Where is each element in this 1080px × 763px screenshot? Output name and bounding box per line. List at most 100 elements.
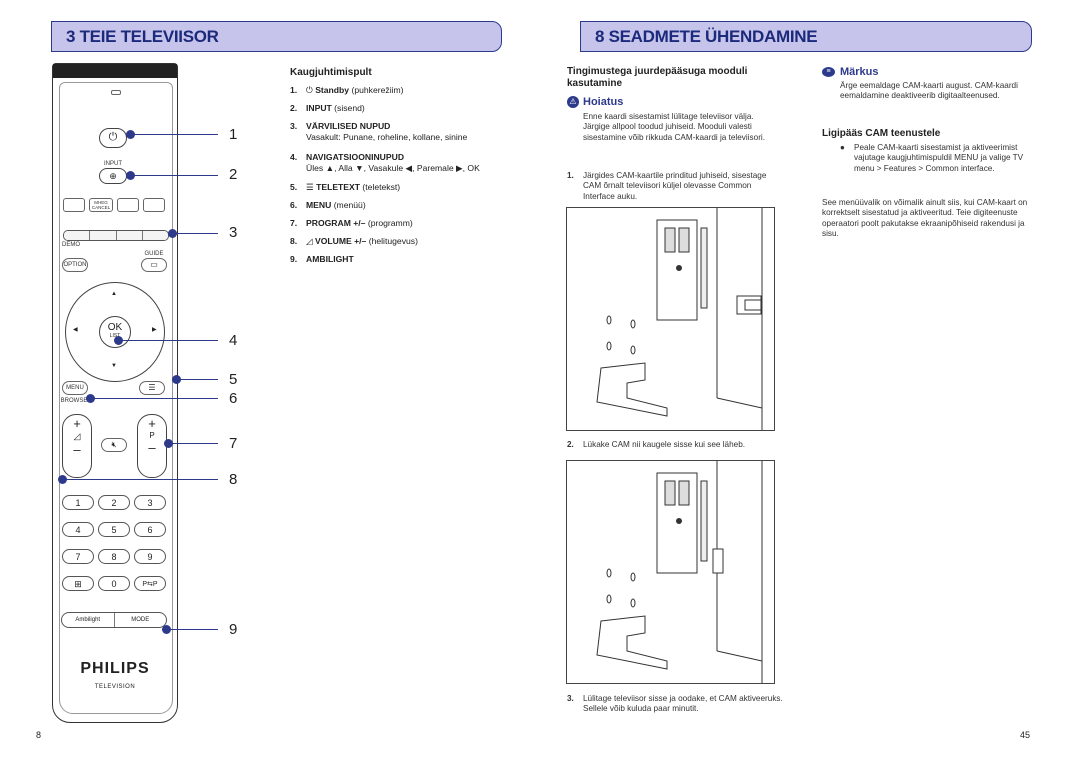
- mute-button[interactable]: 🔇︎: [101, 438, 127, 452]
- access-bullet-text: Peale CAM-kaarti sisestamist ja aktiveer…: [854, 143, 1024, 173]
- input-button[interactable]: ⊕: [99, 168, 127, 184]
- blue-button[interactable]: [142, 231, 168, 240]
- power-icon: ⏻: [108, 131, 118, 143]
- list-item: 1.⏻ Standby (puhkerežiim): [290, 85, 404, 95]
- list-item: 3.VÄRVILISED NUPUD Vasakult: Punane, roh…: [290, 121, 468, 142]
- arrow-up-icon[interactable]: ▲: [111, 291, 117, 297]
- guide-label: GUIDE: [144, 251, 164, 257]
- key-7[interactable]: 7: [62, 549, 94, 564]
- mheg-label: MHEG CANCEL: [91, 200, 111, 210]
- access-title: Ligipääs CAM teenustele: [822, 128, 941, 139]
- book-icon: ▭: [150, 260, 158, 269]
- subcode-key[interactable]: ⊞: [62, 576, 94, 591]
- step-2-text: Lükake CAM nii kaugele sisse kui see läh…: [583, 440, 746, 449]
- key-4[interactable]: 4: [62, 522, 94, 537]
- teletext-icon: ☰: [148, 383, 156, 392]
- mute-icon: 🔇︎: [111, 440, 117, 449]
- ambilight-mode-bar: Ambilight MODE: [61, 612, 167, 628]
- list-item: 7.PROGRAM +/– (programm): [290, 218, 413, 228]
- input-label: INPUT: [104, 161, 122, 167]
- list-item: 2.INPUT (sisend): [290, 103, 365, 113]
- ok-label: OK: [107, 322, 123, 333]
- key-0[interactable]: 0: [98, 576, 130, 591]
- menu-label: MENU: [66, 385, 84, 391]
- keypad-row: 4 5 6: [62, 522, 170, 537]
- yellow-button[interactable]: [116, 231, 143, 240]
- list-item: 4.NAVIGATSIOONINUPUD Üles ▲, Alla ▼, Vas…: [290, 152, 480, 173]
- tv-illustration-2: [596, 461, 763, 683]
- key-6[interactable]: 6: [134, 522, 166, 537]
- remote-top-band: [53, 64, 177, 78]
- key-2[interactable]: 2: [98, 495, 130, 510]
- standby-button[interactable]: ⏻: [99, 128, 127, 148]
- mheg-cancel-button[interactable]: MHEG CANCEL: [89, 198, 113, 212]
- mode-button[interactable]: MODE: [131, 617, 150, 623]
- left-section-banner: 3 TEIE TELEVIISOR: [51, 21, 502, 52]
- note-icon: ≡: [822, 67, 835, 77]
- warning-text: Enne kaardi sisestamist lülitage televii…: [583, 112, 766, 142]
- tv-side-diagram-2: [566, 460, 775, 684]
- warning-title: Hoiatus: [583, 96, 624, 108]
- access-text: See menüüvalik on võimalik ainult siis, …: [822, 198, 1028, 239]
- step-3-text: Lülitage televiisor sisse ja oodake, et …: [583, 694, 783, 714]
- key-3[interactable]: 3: [134, 495, 166, 510]
- cam-section-title: Tingimustega juurdepääsuga mooduli kasut…: [567, 66, 748, 89]
- guide-button[interactable]: ▭: [141, 258, 167, 272]
- browse-label: BROWSE: [60, 398, 88, 404]
- option-button[interactable]: OPTION: [62, 258, 88, 272]
- step-3-number: 3.: [567, 694, 574, 703]
- program-down-icon[interactable]: –: [148, 440, 156, 455]
- option-label: OPTION: [63, 262, 87, 268]
- key-8[interactable]: 8: [98, 549, 130, 564]
- power-icon: ⏻: [306, 85, 316, 95]
- step-2-number: 2.: [567, 440, 574, 449]
- previous-channel-key[interactable]: P⇆P: [134, 576, 166, 591]
- tv-side-diagram-1: [566, 207, 775, 431]
- remote-heading: Kaugjuhtimispult: [290, 67, 372, 78]
- brand-logo: PHILIPS: [80, 660, 150, 677]
- key-5[interactable]: 5: [98, 522, 130, 537]
- left-section-title: 3 TEIE TELEVIISOR: [66, 27, 219, 46]
- picture-format-button[interactable]: [143, 198, 165, 212]
- tv-illustration-1: [596, 208, 763, 430]
- step-1-text: Järgides CAM-kaartile prinditud juhiseid…: [583, 171, 767, 201]
- list-item: 5.☰ TELETEXT (teletekst): [290, 182, 401, 192]
- volume-icon: ◿: [73, 431, 81, 441]
- menu-button[interactable]: MENU: [62, 381, 88, 395]
- right-section-title: 8 SEADMETE ÜHENDAMINE: [595, 27, 818, 46]
- navigation-ring[interactable]: ▲ ▼ ◀ ▶ OK LIST: [65, 282, 165, 382]
- key-9[interactable]: 9: [134, 549, 166, 564]
- keypad-row: 7 8 9: [62, 549, 170, 564]
- arrow-right-icon[interactable]: ▶: [152, 327, 157, 333]
- arrow-left-icon[interactable]: ◀: [73, 327, 78, 333]
- list-item: 8.◿ VOLUME +/– (helitugevus): [290, 236, 418, 246]
- teletext-icon: ☰: [306, 182, 317, 192]
- teletext-button[interactable]: ☰: [139, 381, 165, 395]
- input-icon: ⊕: [109, 171, 117, 181]
- led-indicator: [111, 90, 121, 95]
- program-label: P: [149, 431, 155, 440]
- right-section-banner: 8 SEADMETE ÜHENDAMINE: [580, 21, 1032, 52]
- red-button[interactable]: [64, 231, 91, 240]
- warning-icon: ⚠: [567, 96, 579, 108]
- left-page-number: 8: [36, 730, 42, 740]
- demo-label: DEMO: [62, 242, 80, 248]
- note-title: Märkus: [840, 66, 879, 78]
- program-up-icon[interactable]: +: [148, 416, 156, 431]
- volume-up-icon[interactable]: +: [73, 416, 81, 431]
- dual-screen-button[interactable]: [117, 198, 139, 212]
- green-button[interactable]: [90, 231, 117, 240]
- color-buttons: [63, 230, 169, 241]
- subtitle-button[interactable]: [63, 198, 85, 212]
- bullet-dot: ●: [840, 143, 845, 152]
- numeric-keypad: 1 2 3 4 5 6 7 8 9 ⊞ 0 P⇆P: [62, 495, 170, 591]
- program-rocker[interactable]: + P –: [137, 414, 167, 478]
- note-text: Ärge eemaldage CAM-kaarti august. CAM-ka…: [840, 81, 1018, 101]
- volume-down-icon[interactable]: –: [73, 442, 81, 457]
- key-1[interactable]: 1: [62, 495, 94, 510]
- ambilight-button[interactable]: Ambilight: [62, 613, 115, 627]
- keypad-row: 1 2 3: [62, 495, 170, 510]
- arrow-down-icon[interactable]: ▼: [111, 363, 117, 369]
- volume-rocker[interactable]: + ◿ –: [62, 414, 92, 478]
- step-1-number: 1.: [567, 171, 574, 180]
